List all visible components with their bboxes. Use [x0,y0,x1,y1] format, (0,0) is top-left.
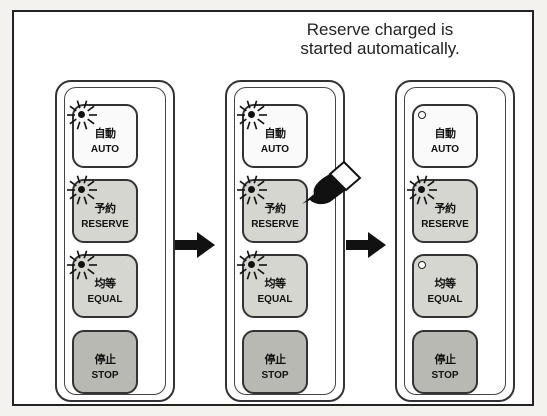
stop-label-jp: 停止 [94,353,117,366]
stop-label-en: STOP [91,370,119,381]
blinking-rays-icon [67,175,97,205]
caption-line-1: Reserve charged is [306,20,454,39]
led-lit-icon [237,100,267,130]
panel-inner-border [234,87,336,395]
blinking-rays-icon [407,175,437,205]
auto-label-jp: 自動 [434,127,457,140]
auto-label-en: AUTO [260,144,290,155]
stop-label-en: STOP [431,370,459,381]
panel-inner-border [64,87,166,395]
auto-button[interactable]: 自動 AUTO [67,100,138,168]
reserve-label-en: RESERVE [81,219,129,230]
control-panel-3: 自動 AUTO 予約 RESERVE 均等 EQUAL 停止 STOP [395,80,515,402]
led-lit-icon [237,175,267,205]
auto-button[interactable]: 自動 AUTO [237,100,308,168]
reserve-label-jp: 予約 [94,202,117,215]
blinking-rays-icon [237,100,267,130]
stop-button[interactable]: 停止 STOP [72,330,138,394]
reserve-button[interactable]: 予約 RESERVE [67,175,138,243]
stop-label-en: STOP [261,370,289,381]
equal-label-jp: 均等 [264,277,287,290]
equal-button[interactable]: 均等 EQUAL [237,250,308,318]
right-arrow-icon [175,232,215,258]
led-off-icon [418,261,426,269]
blinking-rays-icon [237,250,267,280]
pointing-hand-icon [302,160,362,205]
auto-button[interactable]: 自動 AUTO [412,104,478,168]
led-lit-icon [407,175,437,205]
equal-label-en: EQUAL [87,294,123,305]
equal-label-en: EQUAL [427,294,463,305]
led-lit-icon [67,100,97,130]
reserve-label-jp: 予約 [434,202,457,215]
equal-label-jp: 均等 [94,277,117,290]
equal-label-en: EQUAL [257,294,293,305]
right-arrow-icon [346,232,386,258]
auto-label-en: AUTO [430,144,460,155]
equal-button[interactable]: 均等 EQUAL [67,250,138,318]
stop-label-jp: 停止 [264,353,287,366]
reserve-label-jp: 予約 [264,202,287,215]
blinking-rays-icon [67,100,97,130]
auto-label-jp: 自動 [264,127,287,140]
stop-label-jp: 停止 [434,353,457,366]
reserve-label-en: RESERVE [251,219,299,230]
led-lit-icon [237,250,267,280]
control-panel-1: 自動 AUTO 予約 RESERVE 均等 EQUAL 停止 STOP [55,80,175,402]
led-off-icon [418,111,426,119]
stop-button[interactable]: 停止 STOP [412,330,478,394]
reserve-button[interactable]: 予約 RESERVE [237,175,308,243]
auto-label-jp: 自動 [94,127,117,140]
blinking-rays-icon [237,175,267,205]
reserve-button[interactable]: 予約 RESERVE [407,175,478,243]
reserve-label-en: RESERVE [421,219,469,230]
equal-button[interactable]: 均等 EQUAL [412,254,478,318]
blinking-rays-icon [67,250,97,280]
panel-inner-border [404,87,506,395]
stop-button[interactable]: 停止 STOP [242,330,308,394]
equal-label-jp: 均等 [434,277,457,290]
led-lit-icon [67,175,97,205]
auto-label-en: AUTO [90,144,120,155]
caption: Reserve charged is started automatically… [255,20,505,58]
caption-line-2: started automatically. [300,39,460,58]
control-panel-2: 自動 AUTO 予約 RESERVE 均等 EQUAL 停止 STOP [225,80,345,402]
led-lit-icon [67,250,97,280]
